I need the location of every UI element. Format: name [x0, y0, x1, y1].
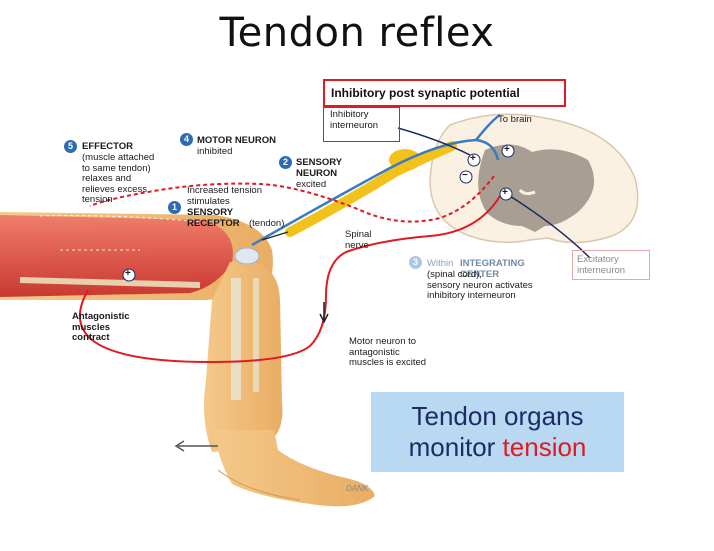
sensory-neuron-desc: excited [296, 179, 327, 190]
receptor-title: SENSORY RECEPTOR [187, 207, 240, 229]
artist-signature: DANK [346, 484, 369, 493]
sensory-neuron-path [251, 138, 500, 247]
center-desc: (spinal cord), sensory neuron activates … [427, 269, 533, 301]
interneuron-pointer [397, 127, 471, 156]
step-4-badge: 4 [180, 133, 193, 146]
motor-neuron-title: MOTOR NEURON [197, 135, 276, 146]
femur-bone [19, 277, 201, 288]
spinal-nerve-label: Spinal nerve [345, 229, 372, 251]
foot [212, 430, 375, 507]
step-2-badge: 2 [279, 156, 292, 169]
page-title: Tendon reflex [219, 10, 495, 56]
inhibited-motor-neuron [89, 175, 495, 223]
synapse-markers [122, 144, 515, 282]
to-brain-label: To brain [498, 114, 532, 125]
inhibitory-interneuron-box [323, 107, 400, 142]
effector-title: EFFECTOR [82, 141, 134, 152]
excitatory-interneuron-label: Excitatory interneuron [577, 254, 626, 276]
sensory-neuron-title: SENSORY NEURON [296, 157, 343, 179]
thigh [0, 212, 273, 300]
synapse-minus: − [462, 170, 468, 181]
effector-desc: (muscle attached to same tendon) relaxes… [82, 152, 155, 205]
synapse-plus-4: + [125, 268, 131, 279]
callout-line-1: Tendon organs [411, 401, 584, 431]
spinal-cord [429, 113, 639, 244]
motor-neuron-desc: inhibited [197, 146, 233, 157]
center-pre: Within [427, 258, 454, 269]
spinal-nerve [285, 141, 457, 237]
callout-tension: tension [502, 432, 587, 462]
antagonistic-label: Antagonistic muscles contract [72, 311, 130, 343]
sensory-receptor [234, 247, 260, 265]
callout-monitor: monitor [408, 432, 496, 462]
step-3-badge: 3 [409, 256, 422, 269]
lower-leg [204, 247, 283, 452]
center-title: INTEGRATING CENTER [460, 258, 525, 280]
synapse-plus-1: + [470, 153, 476, 164]
synapse-plus-2: + [504, 144, 510, 155]
excitatory-pointer [509, 195, 591, 259]
step-5-badge: 5 [64, 140, 77, 153]
synapse-plus-3: + [502, 187, 508, 198]
receptor-pre: Increased tension stimulates [187, 185, 262, 207]
tendon-organs-callout: Tendon organs monitor tension [371, 392, 624, 472]
ipsp-label: Inhibitory post synaptic potential [323, 79, 566, 107]
inhibitory-interneuron-label: Inhibitory interneuron [330, 109, 379, 131]
step-1-badge: 1 [168, 201, 181, 214]
antagonist-motor-neuron [79, 195, 501, 364]
excitatory-interneuron-box [572, 250, 650, 280]
callout-line-2: monitor tension [371, 432, 624, 463]
motor-antagonist-label: Motor neuron to antagonistic muscles is … [349, 336, 427, 368]
receptor-post: (tendon) [249, 218, 285, 229]
